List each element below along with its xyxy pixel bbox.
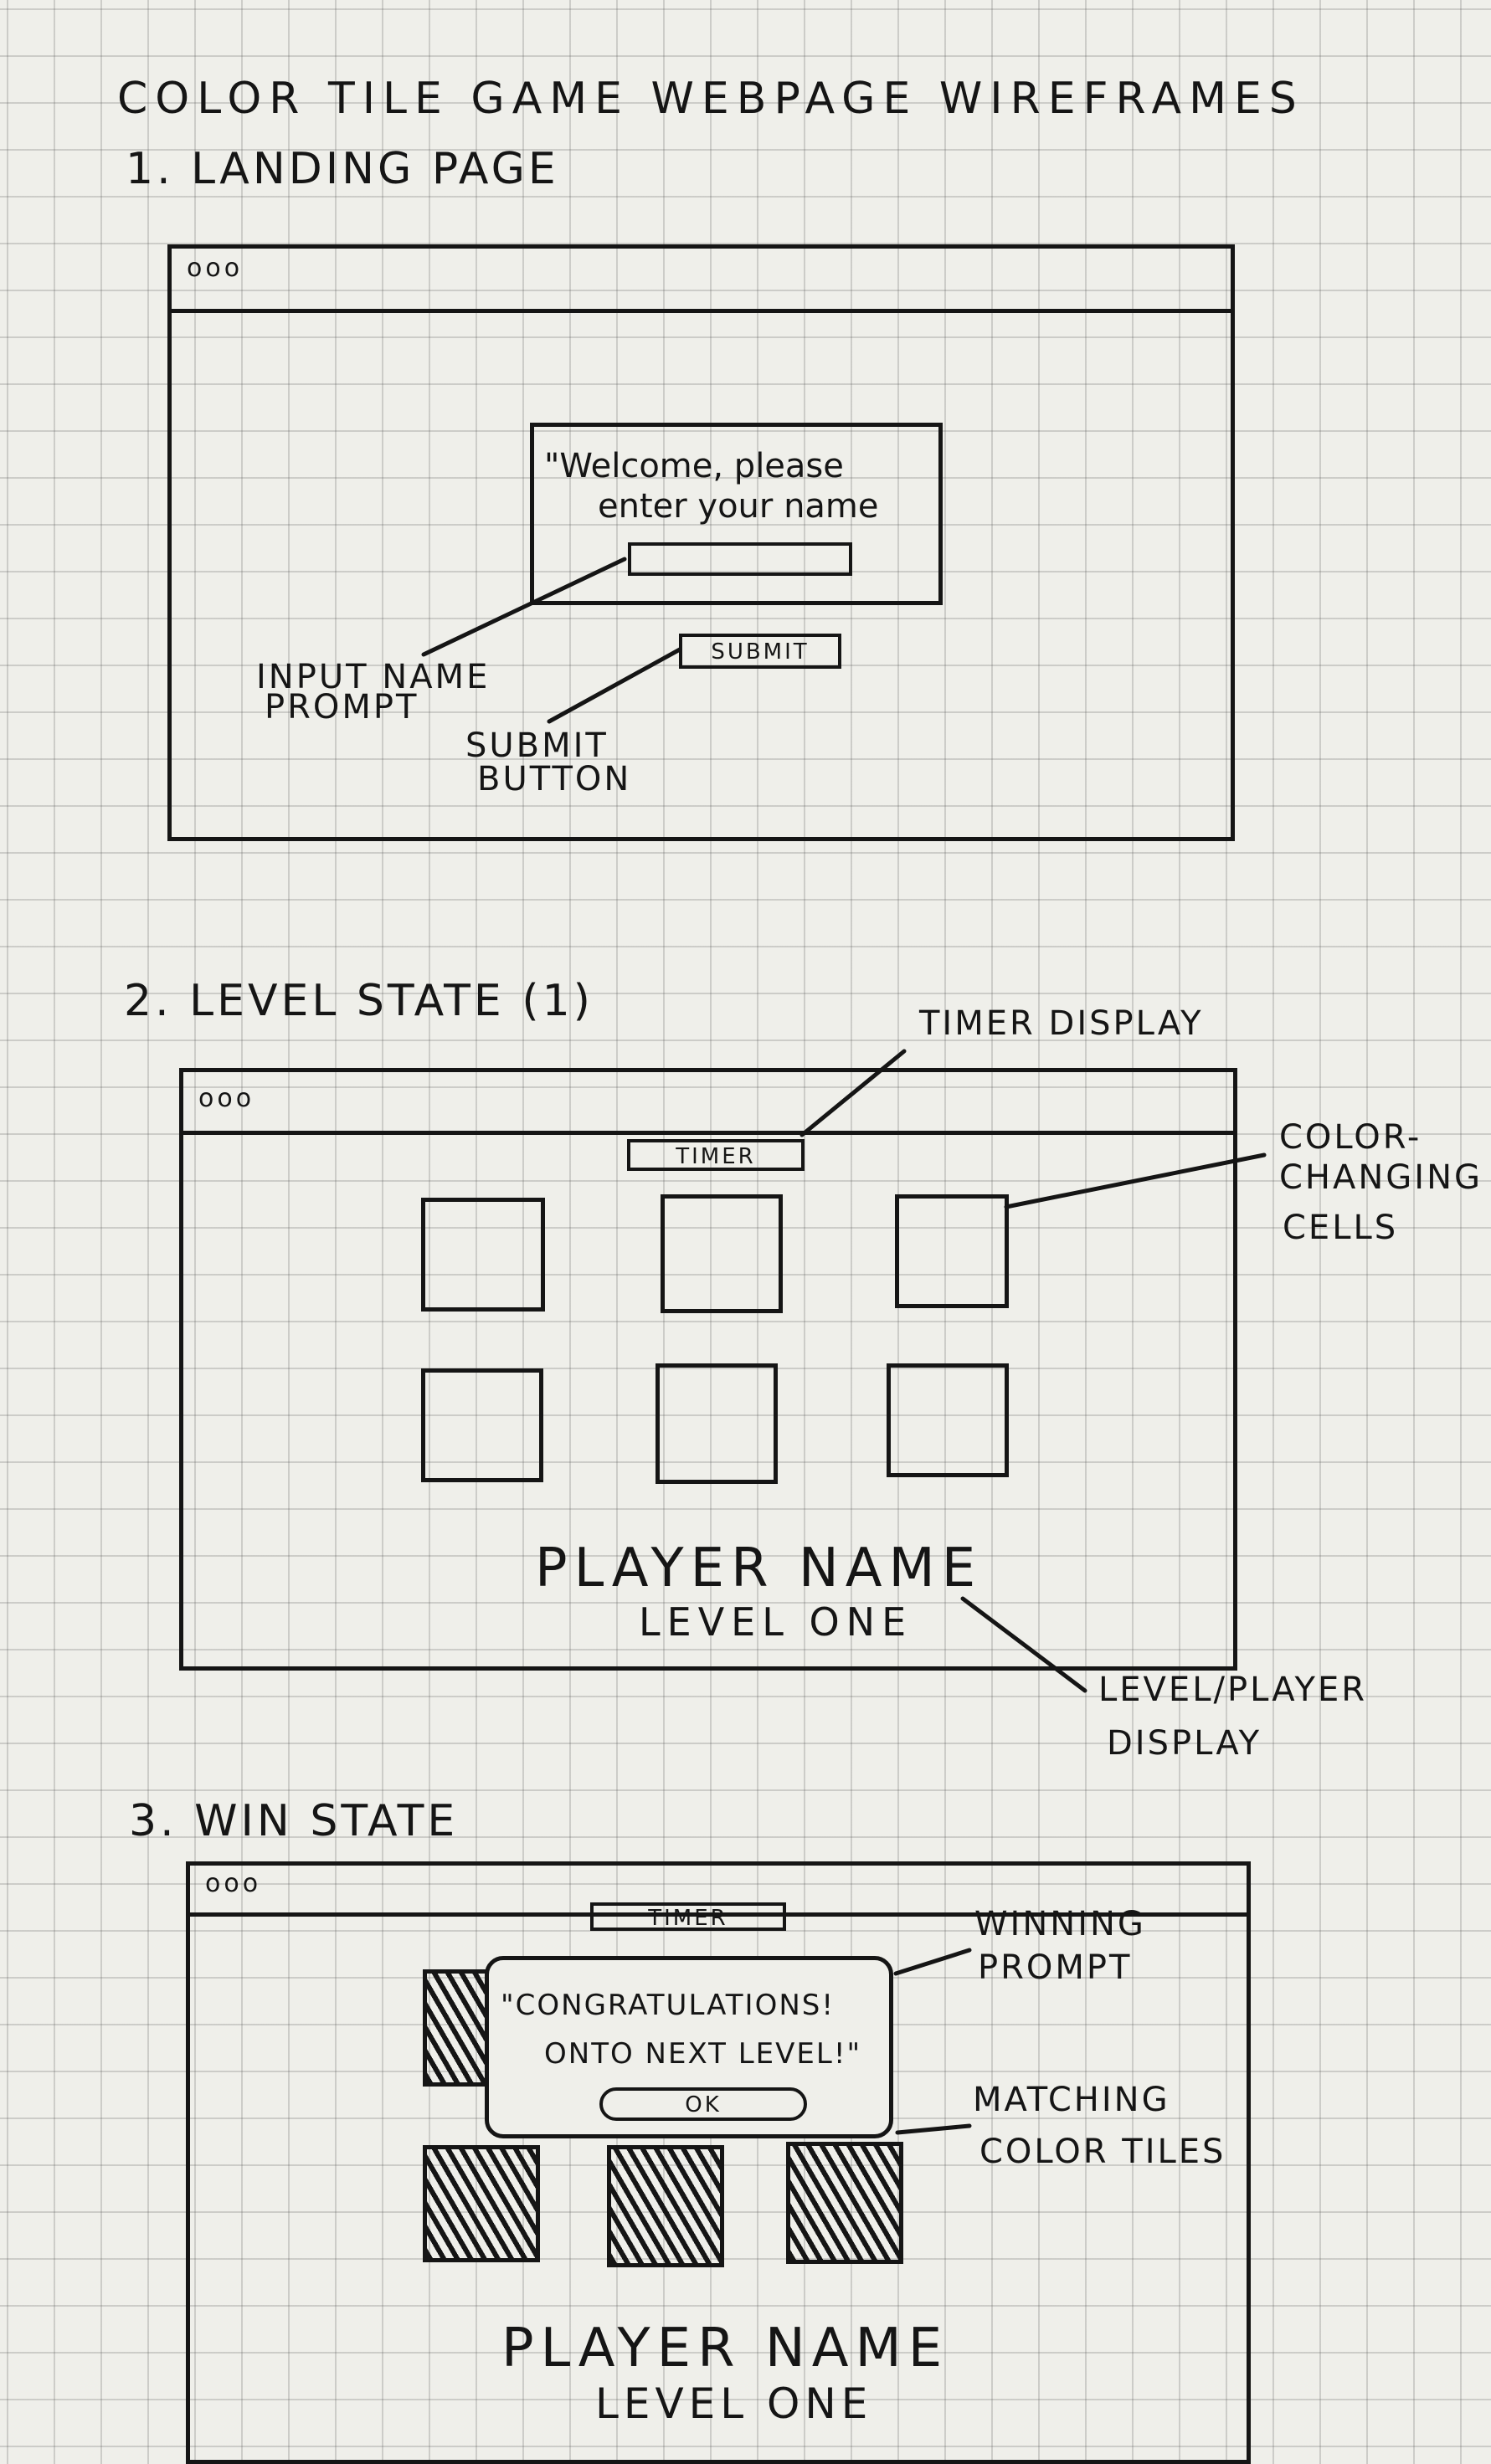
timer-display: TIMER [627, 1139, 805, 1171]
win-browser-frame: ooo TIMER "CONGRATULATIONS! ONTO NEXT LE… [186, 1861, 1251, 2464]
annotation-matching-tiles-line1: MATCHING [973, 2081, 1170, 2119]
section-heading-level: 2. LEVEL STATE (1) [124, 976, 594, 1026]
annotation-cells-line3: CELLS [1283, 1209, 1399, 1247]
annotation-input-name-line2: PROMPT [265, 688, 419, 726]
annotation-level-player-line2: DISPLAY [1107, 1724, 1262, 1763]
color-tile[interactable] [661, 1194, 783, 1313]
prompt-text-line2: enter your name [598, 487, 879, 526]
annotation-input-name-line1: INPUT NAME [256, 658, 491, 696]
prompt-text-line1: "Welcome, please [544, 447, 844, 485]
congrats-line1: "CONGRATULATIONS! [501, 1989, 835, 2022]
color-tile[interactable] [887, 1363, 1009, 1477]
level-display: LEVEL ONE [595, 2379, 873, 2428]
window-controls-icon: ooo [187, 254, 244, 283]
browser-toolbar [190, 1866, 1247, 1917]
color-tile[interactable] [656, 1363, 778, 1484]
color-tile[interactable] [421, 1368, 543, 1482]
timer-label: TIMER [676, 1144, 756, 1169]
matching-color-tile[interactable] [423, 1969, 490, 2087]
timer-display: TIMER [590, 1902, 786, 1931]
annotation-winning-prompt-line2: PROMPT [978, 1948, 1133, 1987]
landing-browser-frame: ooo "Welcome, please enter your name SUB… [167, 244, 1235, 841]
submit-button-label: SUBMIT [711, 639, 810, 665]
ok-button-label: OK [685, 2092, 722, 2118]
name-input[interactable] [628, 542, 852, 576]
browser-toolbar [172, 249, 1231, 313]
annotation-submit-line2: BUTTON [477, 760, 632, 798]
submit-button[interactable]: SUBMIT [679, 634, 841, 669]
matching-color-tile[interactable] [786, 2142, 903, 2264]
annotation-level-player-line1: LEVEL/PLAYER [1098, 1671, 1368, 1709]
page-title: COLOR TILE GAME WEBPAGE WIREFRAMES [117, 74, 1304, 124]
level-browser-frame: ooo TIMER PLAYER NAME LEVEL ONE [179, 1068, 1237, 1671]
section-heading-landing: 1. LANDING PAGE [126, 144, 559, 194]
annotation-submit-line1: SUBMIT [465, 726, 609, 765]
browser-toolbar [183, 1072, 1233, 1135]
annotation-cells-line1: COLOR- [1279, 1118, 1422, 1157]
window-controls-icon: ooo [205, 1869, 262, 1898]
color-tile[interactable] [421, 1198, 545, 1312]
player-name-display: PLAYER NAME [501, 2318, 949, 2379]
section-heading-win: 3. WIN STATE [129, 1796, 459, 1846]
player-name-display: PLAYER NAME [535, 1537, 983, 1599]
winning-prompt-dialog: "CONGRATULATIONS! ONTO NEXT LEVEL!" OK [485, 1956, 893, 2138]
timer-label: TIMER [648, 1906, 728, 1931]
window-controls-icon: ooo [198, 1084, 255, 1113]
matching-color-tile[interactable] [423, 2145, 540, 2262]
annotation-timer-display: TIMER DISPLAY [919, 1004, 1204, 1043]
matching-color-tile[interactable] [607, 2145, 724, 2267]
annotation-cells-line2: CHANGING [1279, 1158, 1483, 1197]
name-prompt-dialog: "Welcome, please enter your name [530, 423, 943, 605]
color-tile[interactable] [895, 1194, 1009, 1308]
congrats-line2: ONTO NEXT LEVEL!" [544, 2037, 862, 2071]
annotation-matching-tiles-line2: COLOR TILES [979, 2133, 1226, 2171]
level-display: LEVEL ONE [639, 1599, 913, 1645]
ok-button[interactable]: OK [599, 2087, 807, 2121]
annotation-winning-prompt-line1: WINNING [974, 1905, 1146, 1943]
